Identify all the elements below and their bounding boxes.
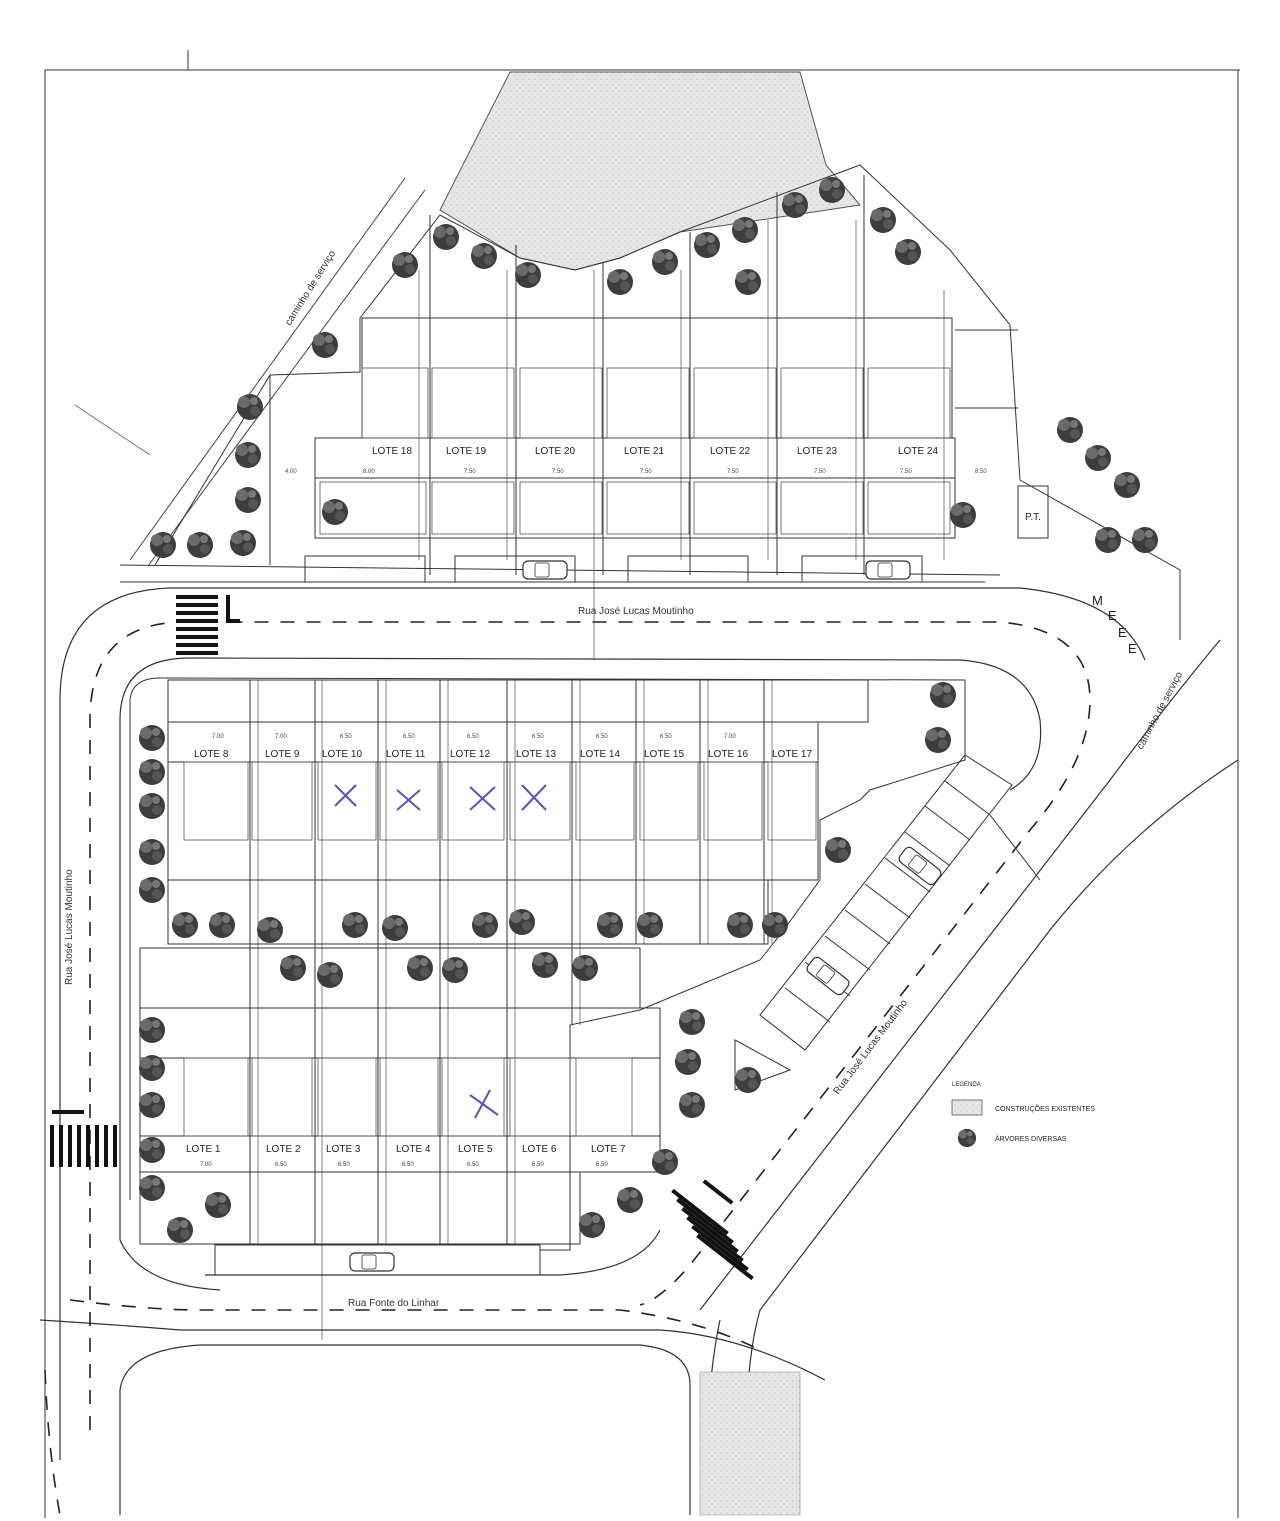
street-label-bottom: Rua Fonte do Linhar (348, 1298, 440, 1309)
svg-text:6.50: 6.50 (532, 734, 544, 740)
street-label-top: Rua José Lucas Moutinho (578, 606, 694, 617)
road-edges (39, 587, 1239, 1516)
svg-text:6.50: 6.50 (340, 734, 352, 740)
svg-text:6.50: 6.50 (660, 734, 672, 740)
dim-top-2: 8.00 (363, 469, 375, 475)
dim-top-4: 7.50 (552, 469, 564, 475)
x-marks (334, 784, 547, 1119)
drawing-frame (44, 50, 1240, 1518)
lote-11-label: LOTE 11 (386, 749, 426, 760)
upper-parking-strip (120, 555, 985, 583)
upper-lot-dividers (418, 175, 945, 660)
lote-6-label: LOTE 6 (522, 1144, 557, 1155)
dim-top-9: 8.50 (975, 469, 987, 475)
legend-existing-text: CONSTRUÇÕES EXISTENTES (995, 1104, 1095, 1113)
svg-text:6.50: 6.50 (532, 1162, 544, 1168)
bottom-dimensions: 7.00 6.50 6.50 6.50 6.50 6.50 6.50 (200, 1162, 608, 1168)
dim-top-6: 7.50 (727, 469, 739, 475)
svg-text:M: M (1092, 593, 1103, 608)
svg-text:E: E (1108, 608, 1117, 623)
lote-22-label: LOTE 22 (710, 446, 750, 457)
svg-text:7.00: 7.00 (724, 734, 736, 740)
lote-14-label: LOTE 14 (580, 749, 620, 760)
lote-8-label: LOTE 8 (194, 749, 229, 760)
existing-construction-small (699, 1371, 801, 1516)
svg-text:6.50: 6.50 (467, 1162, 479, 1168)
svg-text:6.50: 6.50 (467, 734, 479, 740)
diagonal-parking (734, 754, 1041, 1091)
middle-lot-labels: LOTE 8 LOTE 9 LOTE 10 LOTE 11 LOTE 12 LO… (194, 749, 812, 760)
car-bottom (349, 1252, 395, 1272)
lote-19-label: LOTE 19 (446, 446, 486, 457)
lote-16-label: LOTE 16 (708, 749, 748, 760)
lote-9-label: LOTE 9 (265, 749, 300, 760)
svg-text:E: E (1128, 641, 1137, 656)
svg-text:6.50: 6.50 (596, 1162, 608, 1168)
svg-text:6.50: 6.50 (403, 734, 415, 740)
dim-top-8: 7.50 (900, 469, 912, 475)
dim-top-1: 4.00 (285, 469, 297, 475)
service-path-nw-label: caminho de serviço (283, 248, 338, 327)
lote-18-label: LOTE 18 (372, 446, 412, 457)
lower-lot-footprints (183, 761, 817, 1137)
street-label-diagonal: Rua José Lucas Moutinho (832, 997, 911, 1096)
pt-label: P.T. (1025, 512, 1041, 523)
lote-23-label: LOTE 23 (797, 446, 837, 457)
crosswalk-left (50, 1110, 117, 1167)
road-centerlines (44, 621, 1091, 1516)
service-path-nw (74, 177, 426, 567)
dim-top-5: 7.50 (640, 469, 652, 475)
service-path-e-label: caminho de serviço (1135, 670, 1185, 752)
svg-text:7.00: 7.00 (212, 734, 224, 740)
legend-trees-text: ÁRVORES DIVERSAS (995, 1134, 1067, 1143)
svg-text:E: E (1118, 625, 1127, 640)
lote-7-label: LOTE 7 (591, 1144, 626, 1155)
car-diagonal-1 (896, 844, 944, 888)
svg-text:7.00: 7.00 (275, 734, 287, 740)
lote-13-label: LOTE 13 (516, 749, 556, 760)
existing-construction-area (439, 71, 861, 271)
lote-3-label: LOTE 3 (326, 1144, 361, 1155)
svg-text:6.50: 6.50 (402, 1162, 414, 1168)
legend-tree-icon (957, 1128, 977, 1148)
svg-text:7.00: 7.00 (200, 1162, 212, 1168)
dim-top-3: 7.50 (464, 469, 476, 475)
legend-existing-swatch (951, 1099, 983, 1116)
lote-20-label: LOTE 20 (535, 446, 575, 457)
lote-15-label: LOTE 15 (644, 749, 684, 760)
upper-dimensions: 4.00 8.00 7.50 7.50 7.50 7.50 7.50 7.50 … (285, 469, 987, 475)
crosswalk-diagonal (671, 1179, 754, 1281)
car-top-2 (865, 560, 911, 580)
lote-10-label: LOTE 10 (322, 749, 362, 760)
lote-4-label: LOTE 4 (396, 1144, 431, 1155)
dim-top-7: 7.50 (814, 469, 826, 475)
lote-21-label: LOTE 21 (624, 446, 664, 457)
svg-text:6.50: 6.50 (338, 1162, 350, 1168)
upper-lot-footprints (319, 367, 951, 535)
lote-17-label: LOTE 17 (772, 749, 812, 760)
lote-1-label: LOTE 1 (186, 1144, 221, 1155)
legend-title: LEGENDA (952, 1082, 981, 1088)
lote-2-label: LOTE 2 (266, 1144, 301, 1155)
lote-12-label: LOTE 12 (450, 749, 490, 760)
street-label-left: Rua José Lucas Moutinho (64, 869, 75, 985)
meee-letters: M E E E (1092, 593, 1137, 656)
car-top-1 (522, 560, 568, 580)
lote-24-label: LOTE 24 (898, 446, 938, 457)
trees (139, 177, 1158, 1243)
bottom-lot-labels: LOTE 1 LOTE 2 LOTE 3 LOTE 4 LOTE 5 LOTE … (186, 1144, 626, 1155)
crosswalk-top-left (176, 595, 240, 655)
svg-text:6.50: 6.50 (275, 1162, 287, 1168)
car-diagonal-2 (804, 954, 852, 998)
svg-text:6.50: 6.50 (596, 734, 608, 740)
legend: LEGENDA CONSTRUÇÕES EXISTENTES ÁRVORES D… (951, 1082, 1095, 1148)
middle-dimensions: 7.00 7.00 6.50 6.50 6.50 6.50 6.50 6.50 … (212, 734, 736, 740)
lote-5-label: LOTE 5 (458, 1144, 493, 1155)
upper-lot-labels: LOTE 18 LOTE 19 LOTE 20 LOTE 21 LOTE 22 … (372, 446, 938, 457)
